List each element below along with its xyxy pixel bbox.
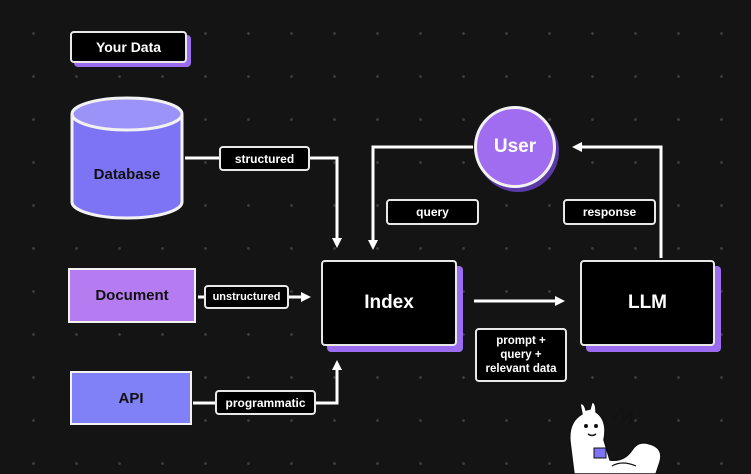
structured-edge-label: structured: [219, 146, 310, 171]
database-cylinder: [70, 96, 184, 220]
user-label: User: [493, 136, 537, 157]
user-node: User: [474, 106, 556, 188]
your-data-text: Your Data: [95, 39, 162, 55]
api-box: API: [70, 371, 192, 425]
your-data-label: Your Data: [70, 31, 187, 63]
response-edge-label: response: [563, 199, 656, 225]
llm-label: LLM: [627, 292, 668, 313]
document-box: Document: [68, 268, 196, 323]
arrow-user-index: [368, 145, 473, 250]
programmatic-edge-label: programmatic: [215, 390, 316, 415]
llama-mascot-icon: [569, 401, 662, 474]
index-node: Index: [321, 260, 457, 346]
api-label: API: [118, 389, 144, 407]
prompt-edge-label: prompt + query + relevant data: [475, 328, 567, 382]
index-label: Index: [364, 292, 414, 313]
document-label: Document: [95, 287, 169, 304]
database-label: Database: [93, 166, 161, 183]
arrow-database-index: [185, 156, 342, 248]
arrow-llm-user: [572, 142, 663, 258]
llm-node: LLM: [580, 260, 715, 346]
unstructured-edge-label: unstructured: [204, 285, 289, 309]
query-edge-label: query: [386, 199, 479, 225]
